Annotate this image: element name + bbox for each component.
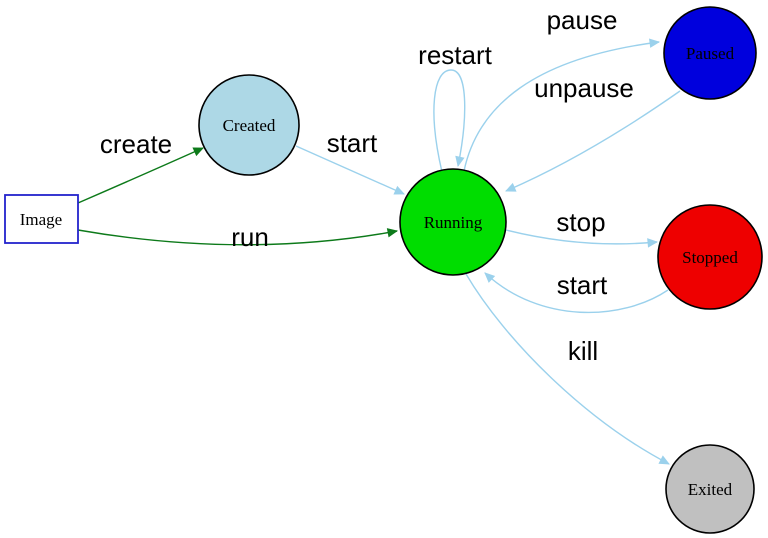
node-stopped-circle bbox=[657, 204, 763, 310]
edge-stop bbox=[505, 229, 659, 248]
edges-layer bbox=[77, 38, 681, 465]
edge-create bbox=[77, 147, 204, 204]
edge-label-start-stopped-running: start bbox=[557, 270, 608, 300]
edge-labels-layer: create run start restart pause unpause s… bbox=[100, 5, 634, 366]
edge-label-run: run bbox=[231, 222, 269, 252]
node-paused-circle bbox=[663, 6, 757, 100]
edge-label-stop: stop bbox=[556, 207, 605, 237]
edge-label-unpause: unpause bbox=[534, 73, 634, 103]
edge-start-stopped-running bbox=[484, 272, 669, 314]
edge-start-created-running bbox=[295, 145, 405, 195]
edge-label-restart: restart bbox=[418, 40, 492, 70]
node-created-circle bbox=[198, 74, 300, 176]
edge-label-start-created-running: start bbox=[327, 128, 378, 158]
node-exited-circle bbox=[665, 444, 755, 534]
node-image-rect bbox=[4, 194, 79, 244]
node-exited-label: Exited bbox=[688, 480, 733, 499]
edge-label-create: create bbox=[100, 129, 172, 159]
node-running-label: Running bbox=[424, 213, 483, 232]
edge-run bbox=[77, 228, 399, 246]
node-created-label: Created bbox=[223, 116, 276, 135]
edge-restart-self-loop bbox=[433, 69, 466, 173]
nodes-layer: Image Created Running Paused Stopped Exi… bbox=[4, 6, 763, 534]
node-running-circle bbox=[399, 168, 507, 276]
edge-label-kill: kill bbox=[568, 336, 598, 366]
node-paused-label: Paused bbox=[686, 44, 735, 63]
node-image-label: Image bbox=[20, 210, 62, 229]
edge-label-pause: pause bbox=[547, 5, 618, 35]
edge-kill bbox=[465, 273, 670, 465]
node-stopped-label: Stopped bbox=[682, 248, 738, 267]
edge-unpause bbox=[505, 90, 681, 192]
edge-pause bbox=[463, 38, 661, 172]
